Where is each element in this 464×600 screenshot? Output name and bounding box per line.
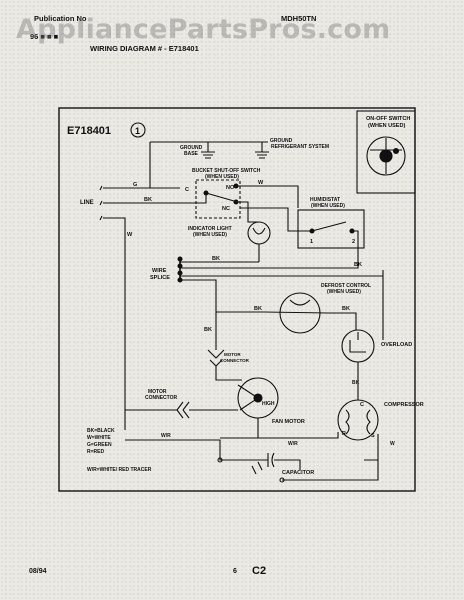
wire-splice-label-2: SPLICE [150, 275, 170, 281]
bucket-terminal-c: C [185, 187, 189, 193]
indicator-light-label: INDICATOR LIGHT [188, 226, 232, 232]
indicator-light-symbol [247, 221, 271, 245]
line-label: LINE [80, 200, 94, 206]
watermark-logo: AppliancePartsPros.com [16, 14, 391, 45]
ground-base-label: GROUND [180, 145, 203, 151]
footer-date: 08/94 [29, 568, 47, 575]
wire-g-label: G [133, 182, 137, 188]
wire-w-label-3: W [390, 441, 395, 447]
compressor-terminal-c: C [360, 402, 364, 408]
motor-connector-small-label-2: CONNECTOR [220, 358, 250, 363]
ground-base-symbol [201, 142, 215, 159]
motor-connector-small-label: MOTOR [224, 352, 241, 357]
ground-refrigerant-label: GROUND [270, 138, 293, 144]
bucket-switch-box [195, 179, 241, 219]
diagram-frame [58, 107, 416, 492]
model-number: MDH50TN [281, 14, 317, 23]
ground-base-label-2: BASE [184, 151, 199, 157]
defrost-control-label: DEFROST CONTROL [321, 283, 371, 289]
humidistat-label: HUMIDISTAT [310, 197, 340, 203]
line-wire-bk [103, 193, 207, 204]
bucket-switch-when-used: (WHEN USED) [205, 174, 239, 180]
publication-label: Publication No [34, 14, 87, 23]
ground-refrigerant-symbol [255, 142, 269, 159]
defrost-control-when-used: (WHEN USED) [327, 289, 361, 295]
line-wire-w [103, 217, 126, 430]
motor-connector-label-2: CONNECTOR [145, 395, 178, 401]
capacitor-label: CAPACITOR [282, 470, 314, 476]
ground-refrigerant-label-2: REFRIGERANT SYSTEM [271, 144, 329, 150]
legend-tracer: W/R=WHITE/ RED TRACER [87, 467, 152, 473]
compressor-terminal-r: R [342, 431, 346, 437]
fan-motor-label: FAN MOTOR [272, 419, 305, 425]
wire-w-label-1: W [127, 232, 133, 238]
footer-code: C2 [252, 565, 267, 577]
diagram-number-circle [130, 122, 146, 138]
wire-bk-label-6: BK [204, 327, 212, 333]
bucket-terminal-nc: NC [222, 206, 230, 212]
on-off-switch-when-used: (WHEN USED) [368, 123, 405, 129]
legend-black: BK=BLACK [87, 428, 115, 434]
footer-page: 6 [233, 568, 237, 575]
wire-wr-label-2: W/R [288, 441, 298, 447]
wire-bk-label-2: BK [212, 256, 220, 262]
bucket-switch-label: BUCKET SHUT-OFF SWITCH [192, 168, 261, 174]
humidistat-terminal-1: 1 [310, 239, 313, 245]
legend-white: W=WHITE [87, 435, 111, 441]
wire-bk-label-4: BK [254, 306, 262, 312]
diagram-number: 1 [135, 126, 140, 136]
indicator-light-when-used: (WHEN USED) [193, 232, 227, 238]
on-off-switch-symbol [366, 136, 406, 176]
wire-bk-label-5: BK [342, 306, 350, 312]
publication-value: 96 ■ ■ ■ [30, 32, 59, 41]
on-off-switch-box [356, 110, 416, 194]
wire-splice-label: WIRE [152, 268, 167, 274]
wire-bk-label-7: BK [352, 380, 360, 386]
compressor-terminal-s: S [371, 433, 375, 439]
wiring-diagram-title: WIRING DIAGRAM # - E718401 [90, 44, 199, 53]
capacitor-symbol [267, 452, 275, 468]
humidistat-box [297, 209, 365, 249]
fan-high-label: HIGH [262, 401, 275, 407]
motor-connector-label: MOTOR [148, 389, 167, 395]
humidistat-when-used: (WHEN USED) [311, 203, 345, 209]
legend-green: G=GREEN [87, 442, 112, 448]
compressor-label: COMPRESSOR [384, 402, 424, 408]
humidistat-terminal-2: 2 [352, 239, 355, 245]
on-off-switch-label: ON-OFF SWITCH [366, 116, 410, 122]
wire-w-label-2: W [258, 180, 264, 186]
overload-label: OVERLOAD [381, 342, 412, 348]
legend-red: R=RED [87, 449, 104, 455]
bucket-terminal-no: NO [226, 185, 235, 191]
wire-bk-label-3: BK [354, 262, 362, 268]
wire-wr-label-1: W/R [161, 433, 171, 439]
diagram-code: E718401 [67, 125, 111, 137]
wire-bk-label-1: BK [144, 197, 152, 203]
